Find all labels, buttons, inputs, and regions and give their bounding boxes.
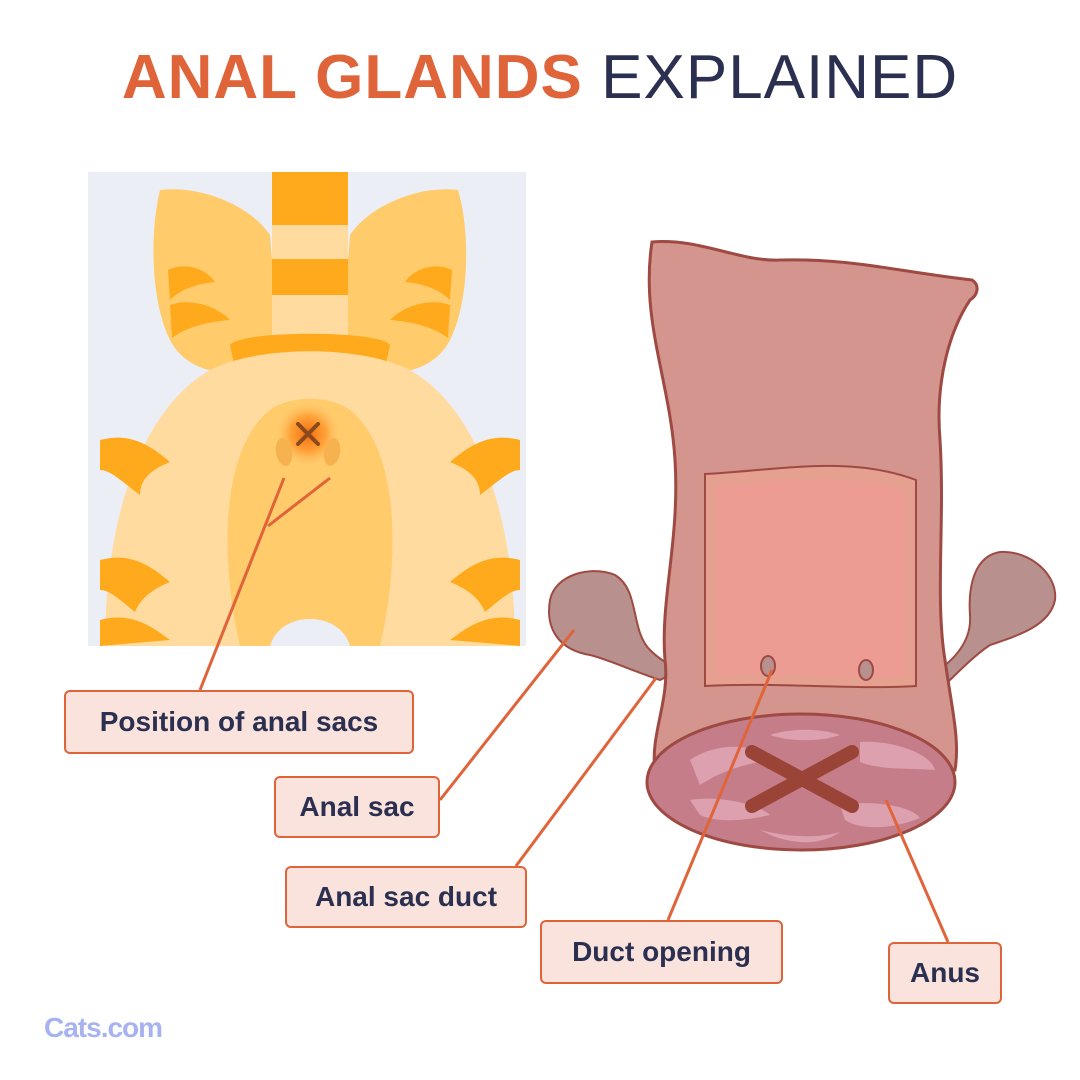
label-anus: Anus	[888, 942, 1002, 1004]
page-title: ANAL GLANDS EXPLAINED	[0, 40, 1080, 116]
leader-anal-sac	[438, 629, 576, 801]
anus-x-mark-icon	[296, 422, 320, 446]
rectum-mucosa	[716, 479, 904, 678]
left-anal-sac	[548, 570, 683, 682]
leader-lines	[198, 476, 950, 943]
leader-position-of-anal-sacs	[198, 477, 286, 691]
rectum-cross-section	[548, 240, 1057, 852]
anus-cross-icon	[745, 745, 859, 813]
leader-anal-sac-duct	[514, 677, 658, 867]
leader-anus	[884, 799, 950, 943]
right-anal-sac-position	[323, 438, 341, 466]
left-duct-opening	[760, 655, 776, 677]
leader-duct-opening	[666, 669, 774, 921]
label-anal-sac-duct: Anal sac duct	[285, 866, 527, 928]
label-anal-sac: Anal sac	[274, 776, 440, 838]
title-highlight: ANAL GLANDS	[121, 43, 583, 112]
right-anal-sac	[933, 550, 1057, 692]
left-anal-sac-position	[275, 438, 293, 466]
leader-position-of-anal-sacs-2	[267, 476, 331, 528]
title-rest: EXPLAINED	[582, 43, 959, 112]
label-duct-opening: Duct opening	[540, 920, 783, 984]
right-duct-opening	[858, 659, 874, 681]
inner-thigh	[227, 398, 393, 646]
cat-rear-view-panel	[88, 172, 526, 646]
brand-logo: Cats.com	[44, 1012, 163, 1043]
label-position-of-anal-sacs: Position of anal sacs	[64, 690, 414, 754]
